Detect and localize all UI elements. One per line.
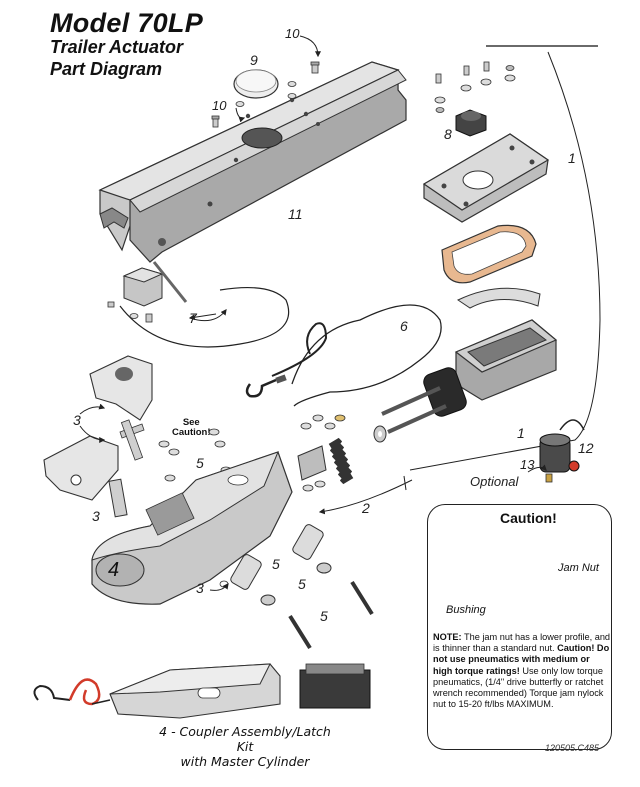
bushing-label: Bushing bbox=[446, 604, 486, 616]
document-code: 120505.C485 bbox=[545, 743, 600, 753]
shield-plate bbox=[456, 287, 541, 309]
callout-10-left: 10 bbox=[212, 98, 227, 113]
coupler-brackets bbox=[43, 355, 232, 518]
leader-7b bbox=[188, 313, 217, 321]
caution-heading: Caution! bbox=[500, 510, 557, 526]
callout-1-bottom: 1 bbox=[517, 425, 525, 441]
assembly-caption-line2: with Master Cylinder bbox=[180, 754, 310, 769]
callout-3-bottom: 3 bbox=[196, 580, 204, 596]
callout-3-mid: 3 bbox=[92, 508, 100, 524]
breakaway-cable bbox=[245, 304, 442, 407]
callout-4: 4 bbox=[108, 559, 120, 581]
leader-13 bbox=[527, 464, 547, 473]
safety-cable-bracket bbox=[107, 261, 290, 348]
callout-8: 8 bbox=[444, 126, 452, 142]
jam-nut-label: Jam Nut bbox=[558, 562, 599, 574]
spring-assembly bbox=[297, 414, 387, 492]
warning-text: Caution! Do not use pneumatics with medi… bbox=[433, 643, 610, 676]
page-title: Model 70LP bbox=[50, 8, 204, 38]
coupler-body bbox=[91, 451, 293, 605]
callout-6: 6 bbox=[400, 318, 408, 334]
mounting-plate bbox=[422, 133, 550, 223]
leader-3b bbox=[79, 425, 106, 443]
callout-7: 7 bbox=[189, 310, 197, 326]
see-caution-label: See Caution! bbox=[172, 418, 211, 438]
leader-2 bbox=[318, 479, 413, 515]
instruction-text: Use only low torque pneumatics, (1/4" dr… bbox=[433, 665, 604, 710]
callout-3-left: 3 bbox=[73, 412, 81, 428]
leader-line-1 bbox=[409, 51, 601, 471]
leader-2-tick bbox=[403, 475, 407, 491]
caution-note: NOTE: The jam nut has a lower profile, a… bbox=[433, 632, 611, 710]
bolt-hardware-8 bbox=[434, 61, 516, 137]
assembly-caption: 4 - Coupler Assembly/Latch Kit with Mast… bbox=[150, 724, 340, 769]
callout-5-a: 5 bbox=[196, 455, 204, 471]
coupler-latch-kit bbox=[33, 663, 371, 719]
caution-box bbox=[427, 504, 612, 750]
leader-3a bbox=[79, 403, 106, 415]
leader-3c bbox=[209, 583, 229, 591]
pins-and-bushings bbox=[120, 419, 374, 650]
optional-solenoid bbox=[539, 419, 585, 483]
callout-1-top: 1 bbox=[568, 150, 576, 166]
leader-10b bbox=[235, 107, 246, 123]
gasket bbox=[441, 224, 537, 284]
see-caution-line2: Caution! bbox=[172, 427, 211, 438]
callout-9: 9 bbox=[250, 52, 258, 68]
plug-cap bbox=[233, 69, 279, 99]
callout-11: 11 bbox=[288, 206, 303, 222]
note-label: NOTE: bbox=[433, 632, 462, 642]
screw-set-10 bbox=[211, 61, 320, 128]
master-cylinder bbox=[381, 319, 558, 434]
page-subtitle-2: Part Diagram bbox=[50, 59, 163, 79]
upper-housing bbox=[98, 61, 407, 263]
callout-5-d: 5 bbox=[320, 608, 328, 624]
callout-5-b: 5 bbox=[272, 556, 280, 572]
note-text: The jam nut has a lower profile, and is … bbox=[433, 632, 611, 654]
callout-13: 13 bbox=[520, 457, 535, 472]
callout-2: 2 bbox=[362, 500, 370, 516]
callout-5-c: 5 bbox=[298, 576, 306, 592]
page-subtitle: Trailer Actuator bbox=[50, 37, 184, 57]
callout-12: 12 bbox=[578, 440, 594, 456]
optional-label: Optional bbox=[470, 474, 519, 489]
see-caution-line1: See bbox=[182, 417, 200, 428]
assembly-caption-line1: 4 - Coupler Assembly/Latch Kit bbox=[159, 724, 331, 754]
callout-10-top: 10 bbox=[285, 26, 300, 41]
